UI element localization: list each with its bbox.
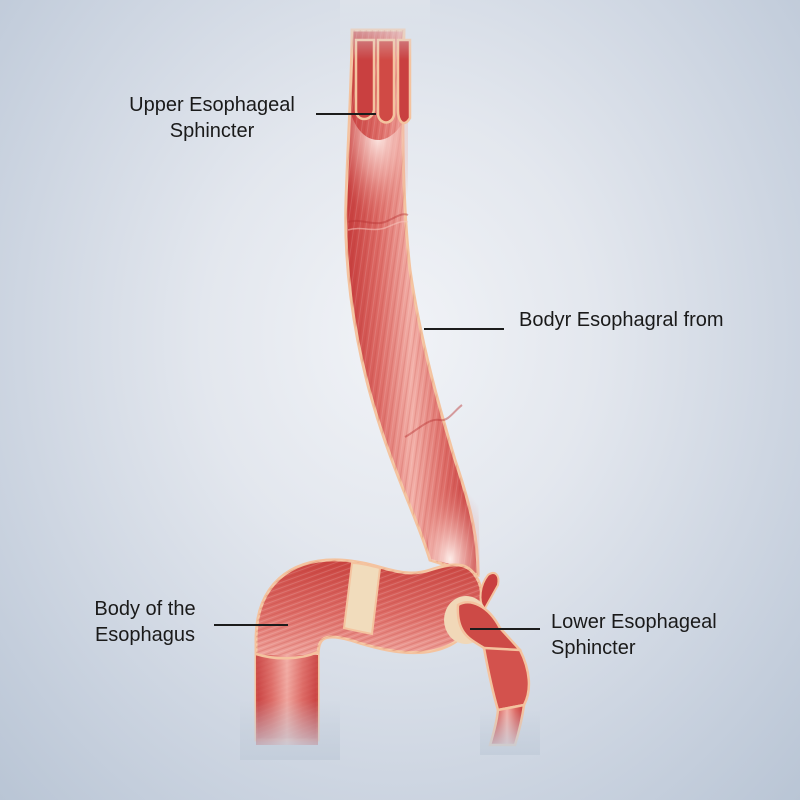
upper-esophageal-sphincter-strands bbox=[340, 0, 430, 125]
label-upper-line2: Sphincter bbox=[169, 120, 255, 142]
label-body-of-the-esophagus: Body of the Esophagus bbox=[80, 596, 210, 648]
label-lower-esophageal-sphincter: Lower Esophageal Sphincter bbox=[551, 609, 717, 661]
leader-line-upper-sphincter bbox=[316, 113, 376, 115]
label-body-of-esophagus-line2: Esophagus bbox=[94, 624, 196, 646]
esophagus-curved-loop bbox=[240, 558, 484, 760]
leader-line-body-of-esophagus bbox=[214, 624, 288, 626]
leader-line-body-esophageal bbox=[424, 328, 504, 330]
label-lower-line2: Sphincter bbox=[551, 637, 636, 659]
label-lower-line1: Lower Esophageal bbox=[551, 611, 717, 633]
esophagus-main-tube bbox=[344, 28, 480, 578]
label-body-esophageal: Bodyr Esophagral from bbox=[519, 307, 724, 333]
label-upper-esophageal-sphincter: Upper Esophageal Sphincter bbox=[112, 92, 312, 144]
leader-line-lower-sphincter bbox=[470, 628, 540, 630]
label-body-esophageal-line1: Bodyr Esophagral from bbox=[519, 309, 724, 331]
lower-esophageal-sphincter bbox=[444, 572, 540, 755]
label-body-of-esophagus-line1: Body of the bbox=[94, 598, 196, 620]
label-upper-line1: Upper Esophageal bbox=[129, 94, 295, 116]
